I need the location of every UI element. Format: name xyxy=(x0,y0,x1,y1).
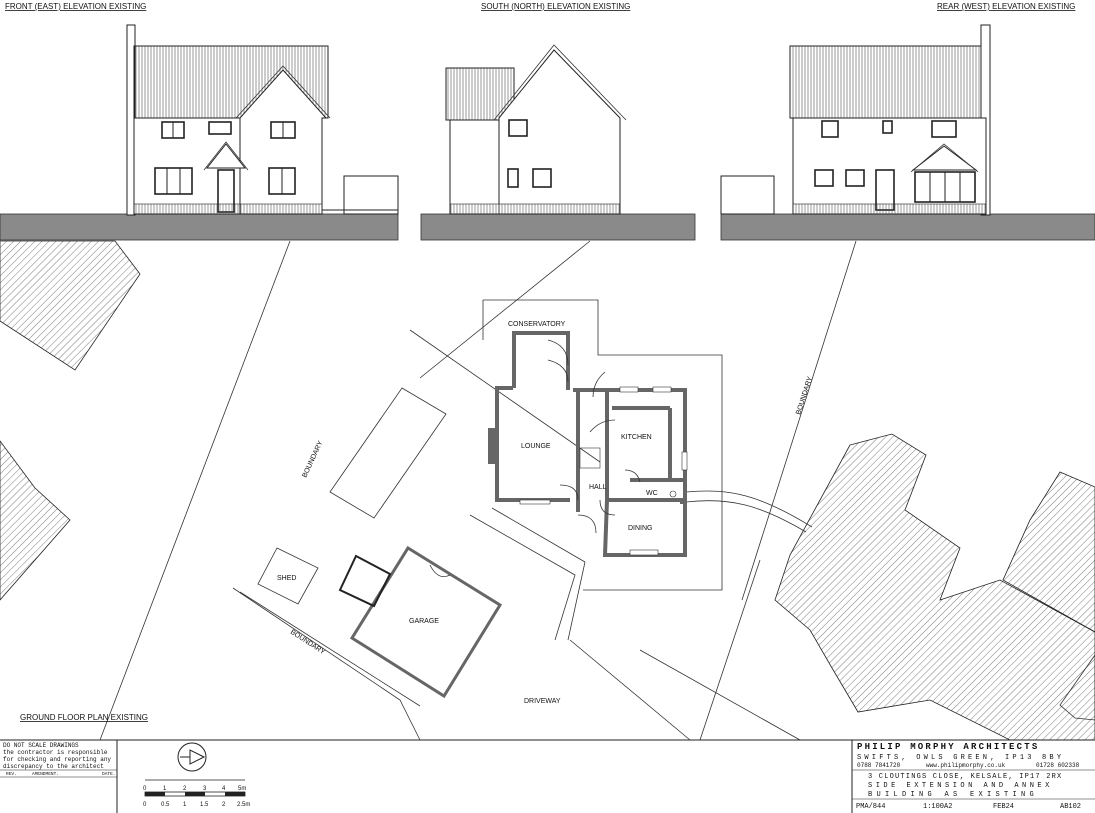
room-label-dining: DINING xyxy=(628,525,653,532)
room-label-kitchen: KITCHEN xyxy=(621,434,652,441)
south-elevation-title: SOUTH (NORTH) ELEVATION EXISTING xyxy=(481,2,630,11)
site-plan xyxy=(0,240,1095,741)
scale-bottom-tick-4: 2 xyxy=(222,802,226,808)
raised-bed xyxy=(329,387,447,519)
scale-bottom-tick-0: 0 xyxy=(143,802,147,808)
rear-elevation xyxy=(720,24,991,216)
title-block: PHILIP MORPHY ARCHITECTS SWIFTS, OWLS GR… xyxy=(852,742,1095,811)
note-line-1: DO NOT SCALE DRAWINGS xyxy=(3,742,79,749)
scale-top-tick-3: 3 xyxy=(203,786,207,792)
ground-strip-front xyxy=(0,213,399,241)
room-label-conservatory: CONSERVATORY xyxy=(508,321,566,328)
front-elevation-title: FRONT (EAST) ELEVATION EXISTING xyxy=(5,2,146,11)
drawing-number: AB102 xyxy=(1060,803,1081,811)
scale-top-tick-0: 0 xyxy=(143,786,147,792)
neighbour-building-top-left xyxy=(0,240,141,371)
job-number: PMA/844 xyxy=(856,803,885,811)
house-plan xyxy=(488,331,688,557)
boundary-label-3: BOUNDARY xyxy=(795,376,814,416)
rear-elevation-title: REAR (WEST) ELEVATION EXISTING xyxy=(937,2,1075,11)
neighbour-building-left xyxy=(0,440,71,601)
drawing-date: FEB24 xyxy=(993,803,1014,811)
scale-bottom-tick-5: 2.5m xyxy=(237,802,250,808)
rev-header: REV. xyxy=(6,771,17,777)
note-line-4: discrepancy to the architect xyxy=(3,763,104,770)
drawing-scale: 1:100A2 xyxy=(923,803,952,811)
amendment-header: AMENDMENT. xyxy=(32,771,59,777)
scale-bottom-tick-3: 1.5 xyxy=(200,802,209,808)
scale-top-tick-5: 5m xyxy=(238,786,246,792)
plan-title: GROUND FLOOR PLAN EXISTING xyxy=(20,713,148,722)
neighbour-building-far-right xyxy=(1002,471,1095,633)
notes-block: DO NOT SCALE DRAWINGS the contractor is … xyxy=(0,742,117,778)
boundary-label-1: BOUNDARY xyxy=(301,440,324,479)
firm-phone: 0788 7841720 xyxy=(857,762,901,769)
front-elevation xyxy=(126,24,399,216)
room-label-wc: WC xyxy=(646,490,658,497)
ground-strip-rear xyxy=(720,213,1095,241)
note-line-3: for checking and reporting any xyxy=(3,756,111,763)
scale-bar xyxy=(144,779,246,797)
room-label-hall: HALL xyxy=(589,484,607,491)
project-description-2: BUILDING AS EXISTING xyxy=(868,791,1038,799)
note-line-2: the contractor is responsible xyxy=(3,749,108,756)
scale-top-tick-1: 1 xyxy=(163,786,167,792)
scale-bottom-tick-1: 0.5 xyxy=(161,802,170,808)
project-address: 3 CLOUTINGS CLOSE, KELSALE, IP17 2RX xyxy=(868,773,1062,781)
firm-web: www.philipmorphy.co.uk xyxy=(926,762,1006,769)
ground-strip-south xyxy=(420,213,696,241)
south-elevation xyxy=(445,44,627,215)
room-label-shed: SHED xyxy=(277,575,296,582)
room-label-lounge: LOUNGE xyxy=(521,443,551,450)
garage-outline xyxy=(349,545,503,699)
north-arrow-icon xyxy=(177,742,207,772)
scale-top-tick-2: 2 xyxy=(183,786,187,792)
firm-name: PHILIP MORPHY ARCHITECTS xyxy=(857,742,1039,752)
room-label-driveway: DRIVEWAY xyxy=(524,698,561,705)
scale-bottom-tick-2: 1 xyxy=(183,802,187,808)
shed-outline xyxy=(257,547,319,605)
firm-address: SWIFTS, OWLS GREEN, IP13 8BY xyxy=(857,754,1064,762)
scale-top-tick-4: 4 xyxy=(222,786,226,792)
date-header: DATE. xyxy=(102,771,116,777)
room-label-garage: GARAGE xyxy=(409,618,439,625)
neighbour-building-right xyxy=(774,433,1095,741)
firm-phone-2: 01728 602338 xyxy=(1036,762,1080,769)
project-description-1: SIDE EXTENSION AND ANNEX xyxy=(868,782,1053,790)
